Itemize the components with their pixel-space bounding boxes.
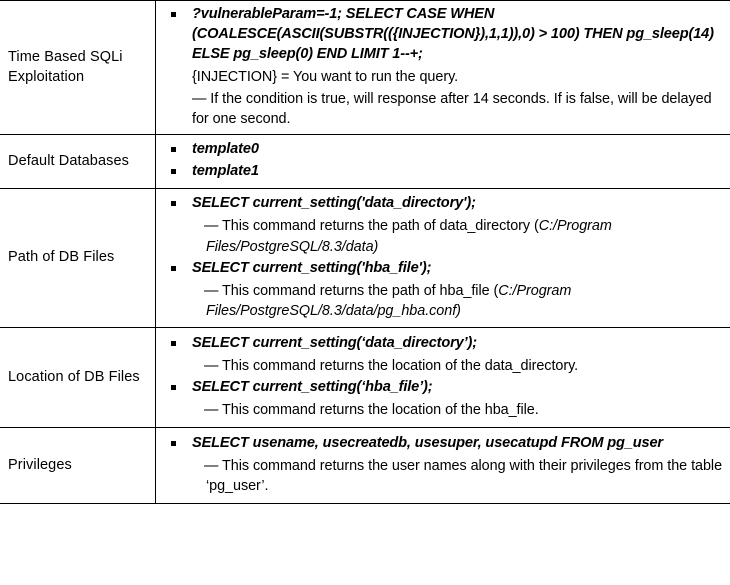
sql-statement: SELECT current_setting(‘hba_file’); (192, 379, 433, 396)
bullet-list: ?vulnerableParam=-1; SELECT CASE WHEN (C… (156, 5, 726, 129)
behavior-note: — If the condition is true, will respons… (192, 91, 712, 128)
table-row-privileges: Privileges SELECT usename, usecreatedb, … (0, 427, 730, 504)
list-item: template0 (156, 140, 726, 160)
square-bullet-icon (171, 265, 176, 271)
postgresql-sqli-reference-table: Time Based SQLi Exploitation ?vulnerable… (0, 0, 730, 504)
list-item: ?vulnerableParam=-1; SELECT CASE WHEN (C… (156, 5, 726, 129)
square-bullet-icon (171, 385, 176, 391)
database-name: template0 (192, 141, 259, 158)
row-label-path-of-db-files: Path of DB Files (0, 188, 156, 328)
list-item: template1 (156, 162, 726, 182)
row-label-privileges: Privileges (0, 427, 156, 504)
behavior-note: — This command returns the location of t… (204, 357, 579, 374)
database-name: template1 (192, 163, 259, 180)
bullet-list: SELECT current_setting('data_directory')… (156, 194, 726, 321)
behavior-note: — This command returns the path of data_… (192, 216, 726, 256)
behavior-note: — This command returns the location of t… (204, 402, 539, 419)
sql-statement: SELECT current_setting('data_directory')… (192, 195, 476, 212)
square-bullet-icon (171, 169, 176, 175)
bullet-list: template0 template1 (156, 140, 726, 182)
row-label-default-databases: Default Databases (0, 134, 156, 189)
row-content-time-based-sqli: ?vulnerableParam=-1; SELECT CASE WHEN (C… (156, 1, 730, 135)
list-item: SELECT current_setting('hba_file'); — Th… (156, 259, 726, 321)
note-text: — This command returns the path of data_… (204, 218, 539, 235)
row-content-location-of-db-files: SELECT current_setting(‘data_directory’)… (156, 327, 730, 427)
behavior-note: — This command returns the user names al… (204, 458, 723, 495)
sql-statement: SELECT current_setting(‘data_directory’)… (192, 334, 477, 351)
sql-statement: SELECT current_setting('hba_file'); (192, 259, 432, 276)
behavior-note: — This command returns the path of hba_f… (192, 281, 726, 321)
list-item: SELECT current_setting(‘data_directory’)… (156, 334, 726, 376)
row-content-privileges: SELECT usename, usecreatedb, usesuper, u… (156, 428, 730, 503)
list-item: SELECT usename, usecreatedb, usesuper, u… (156, 434, 726, 496)
sql-statement: ?vulnerableParam=-1; SELECT CASE WHEN (C… (192, 6, 714, 62)
square-bullet-icon (171, 12, 176, 17)
table-row-location-of-db-files: Location of DB Files SELECT current_sett… (0, 327, 730, 428)
row-label-location-of-db-files: Location of DB Files (0, 327, 156, 428)
row-label-time-based-sqli: Time Based SQLi Exploitation (0, 0, 156, 135)
note-path: C:/Program Files/PostgreSQL/8.3/data) (206, 218, 612, 255)
table-row-time-based-sqli: Time Based SQLi Exploitation ?vulnerable… (0, 0, 730, 135)
row-content-path-of-db-files: SELECT current_setting('data_directory')… (156, 189, 730, 328)
square-bullet-icon (171, 441, 176, 447)
injection-definition: {INJECTION} = You want to run the query. (192, 68, 459, 85)
square-bullet-icon (171, 147, 176, 153)
square-bullet-icon (171, 340, 176, 346)
list-item: SELECT current_setting('data_directory')… (156, 194, 726, 256)
note-path: C:/Program Files/PostgreSQL/8.3/data/pg_… (206, 282, 572, 319)
note-text: — This command returns the path of hba_f… (204, 282, 499, 299)
bullet-list: SELECT usename, usecreatedb, usesuper, u… (156, 434, 726, 496)
list-item: SELECT current_setting(‘hba_file’); — Th… (156, 378, 726, 420)
bullet-list: SELECT current_setting(‘data_directory’)… (156, 334, 726, 420)
row-content-default-databases: template0 template1 (156, 135, 730, 189)
table-row-path-of-db-files: Path of DB Files SELECT current_setting(… (0, 188, 730, 328)
sql-statement: SELECT usename, usecreatedb, usesuper, u… (192, 435, 663, 452)
square-bullet-icon (171, 201, 176, 207)
table-row-default-databases: Default Databases template0 template1 (0, 134, 730, 189)
